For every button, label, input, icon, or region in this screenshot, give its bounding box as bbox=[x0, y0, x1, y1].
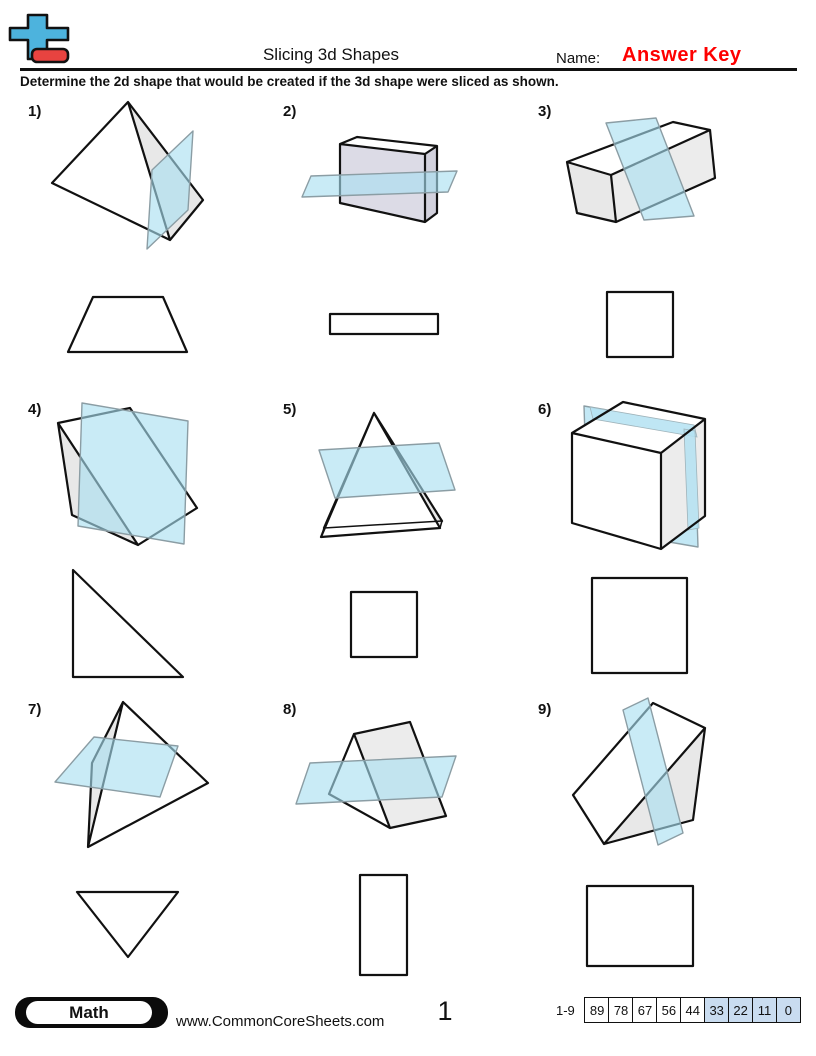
answer-right-triangle bbox=[71, 568, 185, 679]
score-cell-highlighted: 33 bbox=[703, 997, 730, 1023]
problem-8-figure bbox=[295, 720, 457, 977]
answer-key-text: Answer Key bbox=[622, 44, 742, 66]
page-number: 1 bbox=[437, 996, 453, 1026]
problem-9-figure bbox=[571, 697, 707, 968]
slice-plane bbox=[295, 755, 457, 805]
slice-plane bbox=[318, 442, 456, 499]
problem-2-figure bbox=[301, 135, 458, 336]
problem-6-figure bbox=[570, 400, 707, 675]
problem-7-number: 7) bbox=[28, 701, 42, 718]
problem-8-number: 8) bbox=[283, 701, 297, 718]
score-cell: 78 bbox=[608, 997, 634, 1023]
problem-5-figure bbox=[318, 411, 456, 659]
instruction-text: Determine the 2d shape that would be cre… bbox=[20, 74, 559, 89]
score-cell-highlighted: 0 bbox=[775, 997, 802, 1023]
problem-7-figure bbox=[54, 700, 210, 959]
name-label: Name: bbox=[556, 50, 601, 67]
score-cell-highlighted: 22 bbox=[727, 997, 754, 1023]
problem-1-number: 1) bbox=[28, 103, 42, 120]
slice-plane bbox=[622, 697, 684, 846]
problem-3-number: 3) bbox=[538, 103, 552, 120]
answer-rectangle bbox=[358, 873, 409, 977]
subject-badge: Math bbox=[26, 1001, 152, 1024]
problem-2-number: 2) bbox=[283, 103, 297, 120]
score-cell: 56 bbox=[656, 997, 682, 1023]
problem-3-figure bbox=[565, 117, 717, 359]
answer-square bbox=[349, 590, 419, 659]
slice-plane bbox=[54, 736, 179, 798]
problem-6-number: 6) bbox=[538, 401, 552, 418]
header-divider-line bbox=[20, 68, 797, 71]
slice-plane bbox=[77, 402, 189, 545]
score-cell: 44 bbox=[680, 997, 706, 1023]
score-range-label: 1-9 bbox=[556, 1003, 575, 1018]
score-cell: 67 bbox=[632, 997, 658, 1023]
slice-plane bbox=[301, 170, 458, 198]
score-table: 89 78 67 56 44 33 22 11 0 bbox=[584, 997, 802, 1023]
score-cell: 89 bbox=[584, 997, 610, 1023]
answer-triangle bbox=[75, 890, 180, 959]
answer-trapezoid bbox=[66, 295, 189, 354]
slice-plane bbox=[146, 130, 194, 250]
answer-rectangle bbox=[585, 884, 695, 968]
answer-square bbox=[590, 576, 689, 675]
page-title: Slicing 3d Shapes bbox=[262, 45, 400, 64]
commoncoresheets-plus-minus-logo bbox=[8, 13, 70, 64]
problem-1-figure bbox=[50, 100, 205, 354]
website-text: www.CommonCoreSheets.com bbox=[176, 1013, 385, 1030]
problem-9-number: 9) bbox=[538, 701, 552, 718]
problem-4-figure bbox=[56, 402, 199, 679]
score-cell-highlighted: 11 bbox=[751, 997, 778, 1023]
problem-5-number: 5) bbox=[283, 401, 297, 418]
problem-4-number: 4) bbox=[28, 401, 42, 418]
answer-square bbox=[605, 290, 675, 359]
answer-rectangle bbox=[328, 312, 440, 336]
slice-plane bbox=[605, 117, 695, 221]
